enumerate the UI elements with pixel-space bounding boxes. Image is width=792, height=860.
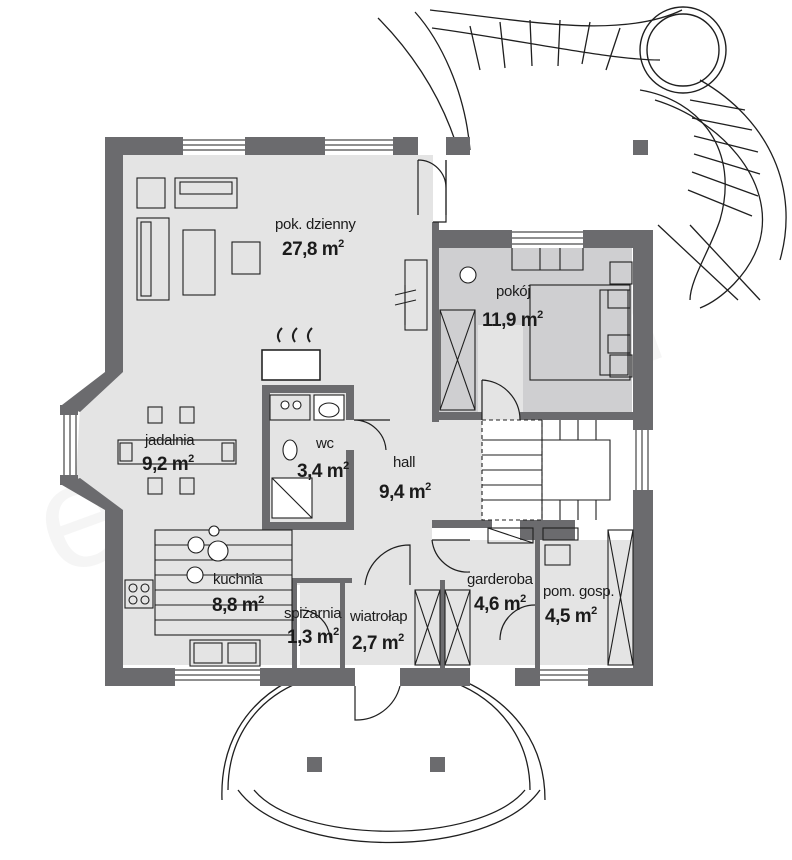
rear-terrace: [377, 9, 787, 309]
windows: [63, 139, 649, 681]
walls: [60, 137, 653, 686]
room-name-wc: wc: [316, 435, 334, 452]
doors: [299, 159, 536, 721]
room-name-pok-dzienny: pok. dzienny: [275, 216, 356, 233]
room-name-wiatrolap: wiatrołap: [350, 608, 408, 625]
room-area-kuchnia: 8,8 m2: [212, 594, 264, 616]
room-name-garderoba: garderoba: [467, 571, 533, 588]
room-area-pok-dzienny: 27,8 m2: [282, 238, 344, 260]
room-area-garderoba: 4,6 m2: [474, 593, 526, 615]
round-column: [639, 6, 727, 94]
room-area-wiatrolap: 2,7 m2: [352, 632, 404, 654]
room-area-pokoj: 11,9 m2: [482, 309, 543, 331]
terrace-pillar: [633, 140, 648, 155]
front-porch: [221, 681, 546, 844]
room-area-wc: 3,4 m2: [297, 460, 349, 482]
room-name-kuchnia: kuchnia: [213, 571, 263, 588]
room-name-hall: hall: [393, 454, 416, 471]
porch-pillar: [430, 757, 445, 772]
furniture: [117, 177, 634, 667]
room-name-pokoj: pokój: [496, 283, 531, 300]
room-area-hall: 9,4 m2: [379, 481, 431, 503]
room-name-jadalnia: jadalnia: [145, 432, 195, 449]
room-name-pom-gosp: pom. gosp.: [543, 583, 615, 600]
room-area-jadalnia: 9,2 m2: [142, 453, 194, 475]
stairs: [481, 419, 611, 521]
porch-pillar: [307, 757, 322, 772]
room-name-spizarnia: spiżarnia: [284, 605, 342, 622]
room-area-pom-gosp: 4,5 m2: [545, 605, 597, 627]
room-area-spizarnia: 1,3 m2: [287, 626, 339, 648]
